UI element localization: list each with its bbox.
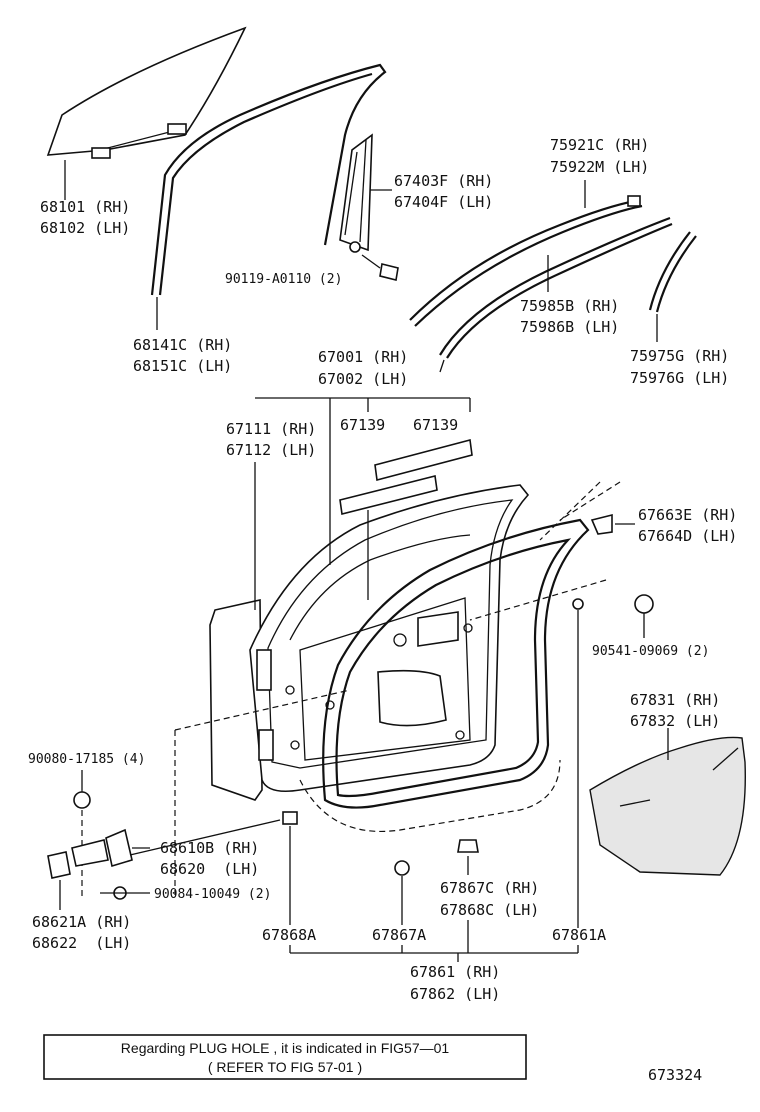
window-glass-drawing — [46, 26, 247, 200]
cover-clip-drawing — [469, 513, 654, 928]
label-clip-c-rh: 67867C (RH) — [440, 879, 539, 897]
label-weatherstrip-rh: 67861 (RH) — [410, 963, 500, 981]
label-clip-b: 67867A — [372, 926, 426, 944]
pads-drawing — [339, 438, 473, 515]
label-door-panel-lh: 67002 (LH) — [318, 370, 408, 388]
channel-drawing — [339, 133, 399, 281]
label-window-glass-lh: 68102 (LH) — [40, 219, 130, 237]
label-hinge-upper-rh: 68610B (RH) — [160, 839, 259, 857]
label-clip-c-lh: 67868C (LH) — [440, 901, 539, 919]
label-belt-outer-lh: 75922M (LH) — [550, 158, 649, 176]
label-moulding-rear-lh: 75976G (LH) — [630, 369, 729, 387]
label-pad-1: 67139 — [340, 416, 385, 434]
label-outer-panel-lh: 67112 (LH) — [226, 441, 316, 459]
label-glass-run-lh: 68151C (LH) — [133, 357, 232, 375]
label-clip-bolt: 90541-09069 (2) — [592, 644, 709, 659]
label-channel-bolt: 90119-A0110 (2) — [225, 272, 342, 287]
label-door-panel-rh: 67001 (RH) — [318, 348, 408, 366]
label-belt-inner-lh: 75986B (LH) — [520, 318, 619, 336]
service-hole-cover-drawing — [589, 728, 746, 876]
glass-run-drawing — [150, 63, 387, 330]
label-weatherstrip-lh: 67862 (LH) — [410, 985, 500, 1003]
label-service-hole-cover-rh: 67831 (RH) — [630, 691, 720, 709]
label-hinge-lower-rh: 68621A (RH) — [32, 913, 131, 931]
part-labels: 68101 (RH) 68102 (LH) 68141C (RH) 68151C… — [28, 136, 737, 1003]
belt-moulding-drawing — [409, 180, 697, 373]
note-line-1: Regarding PLUG HOLE , it is indicated in… — [121, 1040, 450, 1056]
label-pad-2: 67139 — [413, 416, 458, 434]
label-channel-rh: 67403F (RH) — [394, 172, 493, 190]
label-hinge-bolt-2: 90084-10049 (2) — [154, 887, 271, 902]
clips-drawing — [282, 811, 579, 962]
weatherstrip-drawing — [299, 481, 621, 832]
figure-number: 673324 — [648, 1066, 702, 1084]
note-line-2: ( REFER TO FIG 57-01 ) — [208, 1059, 362, 1075]
label-hinge-lower-lh: 68622 (LH) — [32, 934, 131, 952]
label-cover-clip-rh: 67663E (RH) — [638, 506, 737, 524]
label-moulding-rear-rh: 75975G (RH) — [630, 347, 729, 365]
label-outer-panel-rh: 67111 (RH) — [226, 420, 316, 438]
label-belt-inner-rh: 75985B (RH) — [520, 297, 619, 315]
label-channel-lh: 67404F (LH) — [394, 193, 493, 211]
note-box: Regarding PLUG HOLE , it is indicated in… — [43, 1034, 527, 1080]
label-hinge-bolt: 90080-17185 (4) — [28, 752, 145, 767]
hinge-drawing — [47, 689, 351, 910]
label-belt-outer-rh: 75921C (RH) — [550, 136, 649, 154]
label-hinge-upper-lh: 68620 (LH) — [160, 860, 259, 878]
label-glass-run-rh: 68141C (RH) — [133, 336, 232, 354]
label-window-glass-rh: 68101 (RH) — [40, 198, 130, 216]
label-clip-d: 67861A — [552, 926, 606, 944]
label-service-hole-cover-lh: 67832 (LH) — [630, 712, 720, 730]
label-clip-a: 67868A — [262, 926, 316, 944]
label-cover-clip-lh: 67664D (LH) — [638, 527, 737, 545]
